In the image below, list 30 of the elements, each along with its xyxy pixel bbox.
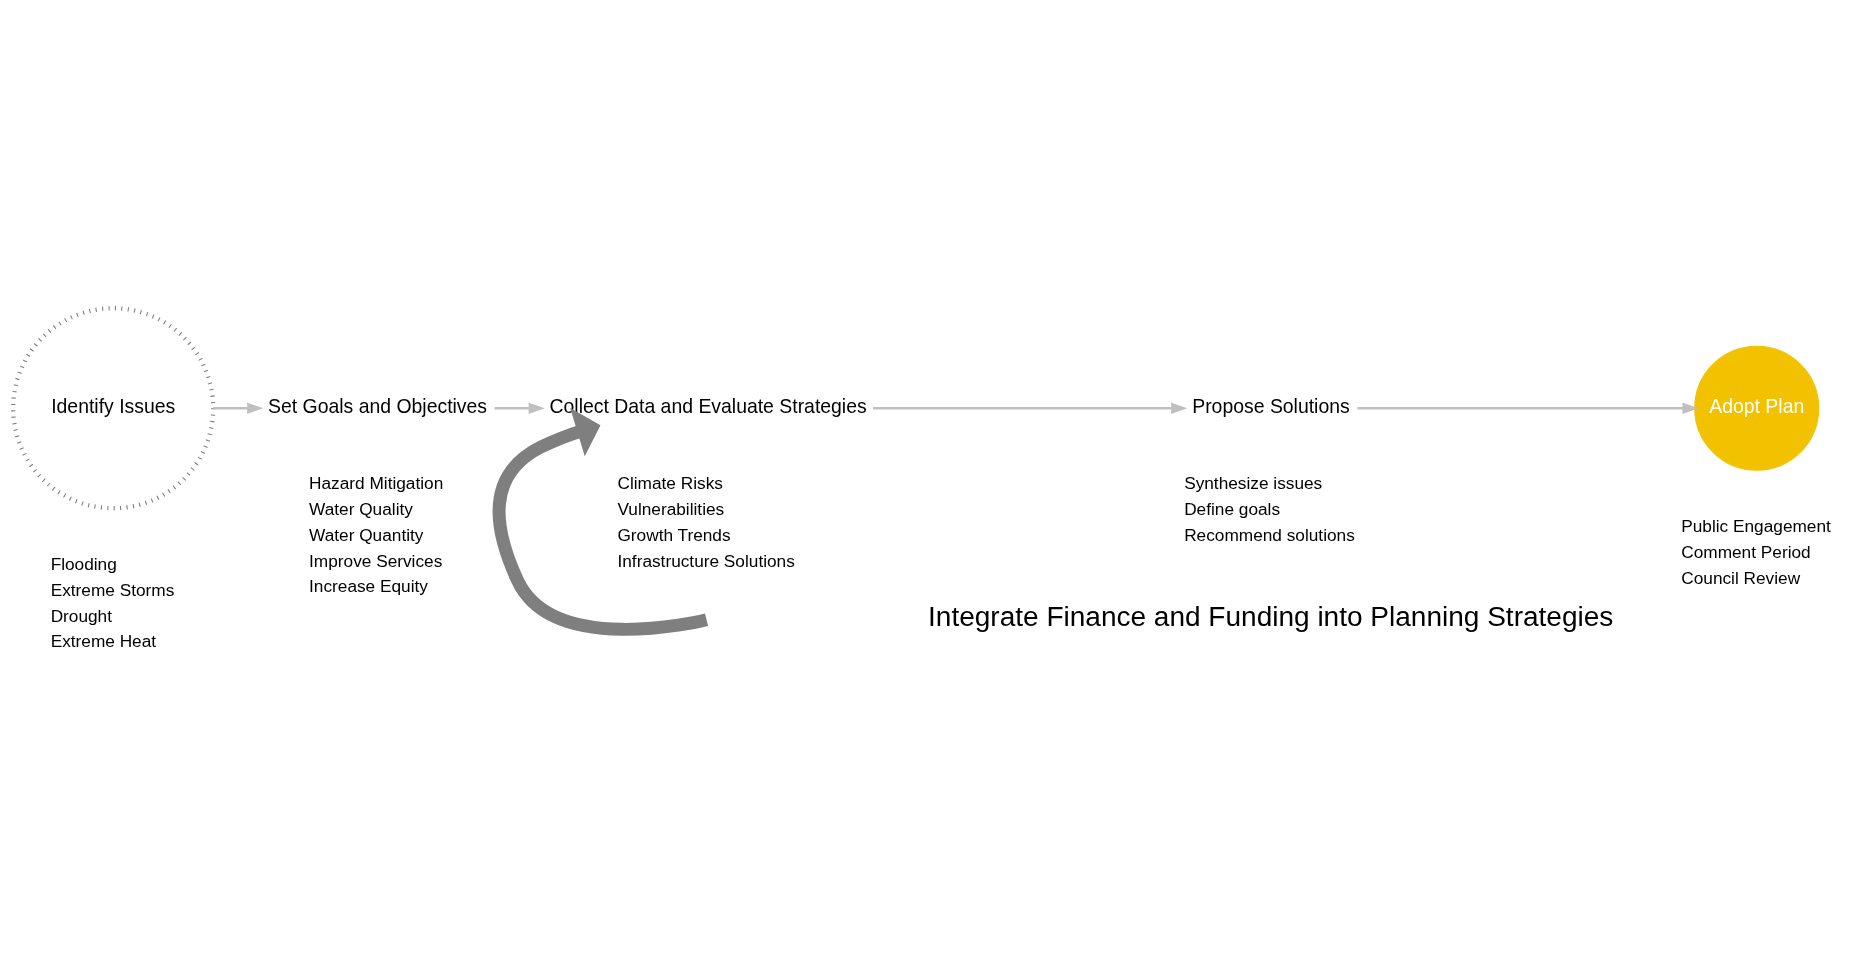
node-label: Water Quality [308, 498, 413, 519]
node-text: Collect Data and Evaluate Strategies [549, 394, 867, 417]
arrow [494, 402, 545, 414]
node-label: Recommend solutions [1183, 524, 1355, 545]
node-label: Comment Period [1680, 541, 1811, 562]
arrow [492, 407, 708, 636]
label: Integrate Finance and Funding into Planning Strategies [927, 600, 1613, 632]
node-label: Define goals [1183, 498, 1280, 519]
node-label: Increase Equity [308, 575, 428, 596]
node-label: Improve Services [308, 550, 442, 571]
arrow [212, 402, 263, 414]
node-label: Drought [50, 605, 112, 626]
node-label: Council Review [1680, 567, 1800, 588]
node-label: Climate Risks [616, 472, 723, 493]
node-label: Hazard Mitigation [308, 472, 443, 493]
node-label: Extreme Heat [50, 630, 156, 651]
arrow [1357, 402, 1699, 414]
node-text: Propose Solutions [1191, 394, 1350, 417]
node-text: Set Goals and Objectives [267, 394, 487, 417]
node-circle: Adopt Plan [1693, 345, 1819, 471]
node-label: Extreme Storms [50, 579, 174, 600]
node-label: Water Quantity [308, 524, 423, 545]
node-label: Synthesize issues [1183, 472, 1322, 493]
node-circle: Identify Issues [10, 305, 215, 510]
node-label: Vulnerabilities [616, 498, 724, 519]
node-label: Public Engagement [1680, 515, 1831, 536]
node-label: Flooding [50, 553, 117, 574]
node-label: Growth Trends [616, 524, 731, 545]
node-label: Infrastructure Solutions [616, 550, 795, 571]
arrow [872, 402, 1187, 414]
